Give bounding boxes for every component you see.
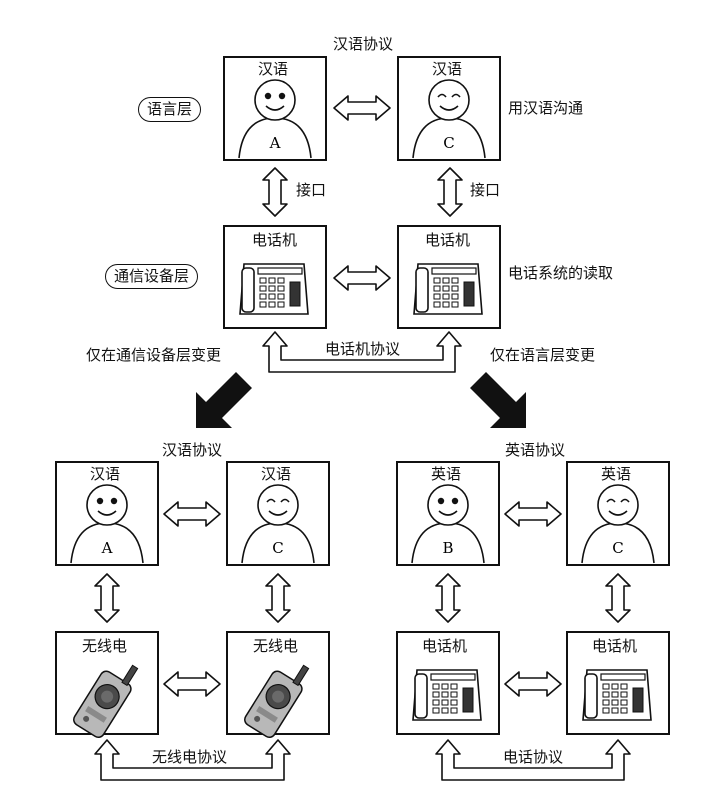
br-device-harrow — [504, 671, 562, 697]
bl-protocol-label: 汉语协议 — [162, 441, 223, 459]
br-person-b-box: B — [396, 461, 500, 566]
top-phone-right-label: 电话机 — [425, 231, 471, 249]
bl-person-c-box: C — [226, 461, 330, 566]
br-phone-left-box — [396, 631, 500, 735]
device-layer-label: 通信设备层 — [105, 264, 199, 289]
down-left-bold-arrow — [196, 372, 252, 428]
bl-radio-right-label: 无线电 — [253, 637, 299, 655]
top-protocol-label: 汉语协议 — [333, 35, 394, 53]
change-left-caption: 仅在通信设备层变更 — [86, 346, 222, 364]
top-node-a-letter: A — [269, 134, 281, 152]
br-phone-right-label: 电话机 — [592, 637, 638, 655]
br-phone-right-box — [566, 631, 670, 735]
br-right-vertical-arrow — [605, 573, 631, 623]
bl-left-vertical-arrow — [94, 573, 120, 623]
bl-person-a-box: A — [55, 461, 159, 566]
top-right-interface-arrow — [437, 167, 463, 217]
bl-device-protocol-label: 无线电协议 — [152, 748, 228, 766]
bl-right-vertical-arrow — [265, 573, 291, 623]
bl-radio-right-box — [226, 631, 330, 741]
language-layer-label: 语言层 — [138, 97, 202, 122]
br-device-protocol-label: 电话协议 — [503, 748, 564, 766]
bl-language-harrow — [163, 501, 221, 527]
bl-device-harrow — [163, 671, 221, 697]
top-interface-left: 接口 — [296, 181, 327, 199]
top-node-c-letter: C — [443, 134, 454, 152]
top-phone-left-box — [223, 225, 327, 329]
top-phone-right-box — [397, 225, 501, 329]
top-language-harrow — [333, 95, 391, 121]
br-node-b-letter: B — [442, 539, 453, 557]
top-left-interface-arrow — [262, 167, 288, 217]
top-device-harrow — [333, 265, 391, 291]
top-person-a-box: A — [223, 56, 327, 161]
br-phone-left-label: 电话机 — [422, 637, 468, 655]
change-right-caption: 仅在语言层变更 — [490, 346, 596, 364]
down-right-bold-arrow — [470, 372, 526, 428]
top-right-note-device: 电话系统的读取 — [508, 264, 614, 282]
bl-radio-protocol-bracket — [94, 739, 291, 781]
top-phone-left-label: 电话机 — [252, 231, 298, 249]
bl-node-a-letter: A — [101, 539, 113, 557]
top-phone-protocol-bracket — [262, 331, 462, 373]
br-person-c-box: C — [566, 461, 670, 566]
bl-radio-left-label: 无线电 — [82, 637, 128, 655]
top-node-a-lang: 汉语 — [258, 60, 289, 78]
top-node-c-lang: 汉语 — [432, 60, 463, 78]
bl-node-a-lang: 汉语 — [90, 465, 121, 483]
bl-node-c-letter: C — [272, 539, 283, 557]
top-phone-protocol-label: 电话机协议 — [325, 340, 401, 358]
br-protocol-label: 英语协议 — [505, 441, 566, 459]
br-language-harrow — [504, 501, 562, 527]
br-node-b-lang: 英语 — [431, 465, 462, 483]
top-right-note-language: 用汉语沟通 — [508, 99, 584, 117]
br-phone-protocol-bracket — [435, 739, 631, 781]
top-interface-right: 接口 — [470, 181, 501, 199]
top-person-c-box: C — [397, 56, 501, 161]
bl-node-c-lang: 汉语 — [261, 465, 292, 483]
br-node-c-letter: C — [612, 539, 623, 557]
br-left-vertical-arrow — [435, 573, 461, 623]
bl-radio-left-box — [55, 631, 159, 741]
br-node-c-lang: 英语 — [601, 465, 632, 483]
